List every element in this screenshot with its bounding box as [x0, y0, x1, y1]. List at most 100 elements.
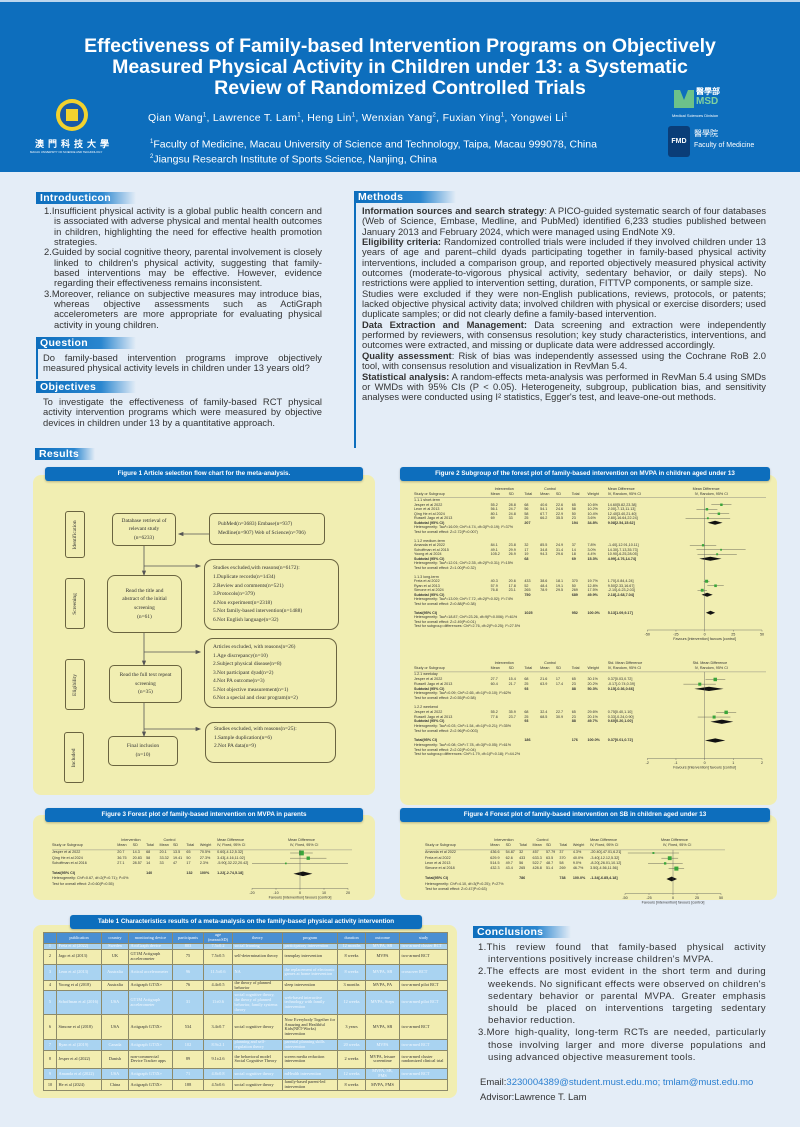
- subtotal-n-control: 194: [571, 520, 578, 525]
- table-cell: Ryan et al (2019): [56, 1039, 102, 1051]
- table-cell: 8.9±2.1: [203, 1039, 233, 1051]
- table-cell: Jesper et al (2022): [56, 1049, 102, 1069]
- total-col-header: Total: [519, 843, 527, 848]
- table-cell: Actigraph GT3X+: [128, 1078, 173, 1091]
- msd-logo-en: Medical Sciences Division: [672, 113, 719, 118]
- box-line: 4.Non experiment(n=2318): [213, 599, 273, 606]
- favours-label: Favours [intervention] favours [control]: [642, 901, 705, 905]
- study-marker: [717, 512, 721, 515]
- statistic-text: Heterogeneity: Tau²=18.87; Chi²=23.26, d…: [414, 615, 518, 619]
- study-value: 13.5: [172, 850, 181, 855]
- methods-paragraph: Statistical analysis: A random-effects m…: [362, 370, 766, 403]
- subtotal-n-intervention: 140: [146, 871, 153, 876]
- email-link[interactable]: tmlam@must.edu.mo: [662, 1077, 754, 1088]
- study-value: 48.7: [545, 860, 554, 865]
- study-marker: [714, 584, 717, 588]
- plot-effect-header: Std. Mean Difference: [692, 661, 728, 665]
- plot-method-header: IV, Fixed, 95% CI: [290, 843, 319, 848]
- pooled-diamond: [701, 592, 713, 597]
- methods-paragraph-label: Information sources and search strategy: [362, 205, 545, 216]
- study-value: 68: [524, 502, 529, 507]
- subgroup-label: 1.1.3 long-term: [414, 574, 439, 579]
- study-value: 25: [524, 681, 529, 686]
- subtotal-weight: 34.8%: [587, 520, 598, 525]
- x-tick-label: 10: [322, 891, 326, 895]
- study-value: 94.3: [540, 552, 548, 556]
- subtotal-label: Subtotal (95% CI): [414, 592, 445, 597]
- author-affiliation-sup: 1: [564, 112, 568, 119]
- method-col-header: IV, Random, 95% CI: [607, 491, 642, 496]
- statistic-text: Heterogeneity: Chi²=0.67, df=2(P=0.71); …: [52, 876, 129, 881]
- subtotal-label: Total(95% CI): [425, 876, 449, 881]
- column-header: theory: [232, 932, 283, 944]
- study-value: 17: [555, 677, 561, 682]
- study-value: 65: [571, 502, 576, 507]
- x-tick-label: 0: [299, 891, 301, 895]
- column-header: publication: [56, 932, 102, 944]
- plot-effect-header: Mean Difference: [288, 838, 315, 842]
- study-value: 22.7: [555, 710, 564, 714]
- study-value: 24.6: [555, 507, 564, 511]
- effect-header: Std. Mean Difference: [607, 661, 643, 665]
- study-value: 55.2: [490, 710, 498, 714]
- methods-paragraph-label: Statistical analysis:: [362, 370, 450, 382]
- study-value: 67.7: [540, 511, 548, 516]
- study-name: Russell Jago et al 2013: [414, 681, 453, 686]
- statistic-text: Heterogeneity: Tau²=13.09; Chi²=7.72, df…: [414, 597, 514, 601]
- study-value: 47: [172, 860, 178, 865]
- study-value: 56: [524, 507, 529, 511]
- author-list: Qian Wang1, Lawrence T. Lam1, Heng Lin1,…: [148, 112, 568, 124]
- x-tick-label: -20: [249, 891, 254, 895]
- table-cell: Actigraph GT3X+: [128, 979, 173, 992]
- favours-label: Favours [intervention] favours [control]: [673, 766, 736, 770]
- table-cell: 3.4±0.7: [203, 1014, 233, 1041]
- table-cell: China: [101, 1078, 129, 1091]
- table-cell: Simone et al (2018): [56, 1014, 102, 1041]
- final-inclusion-box: Final inclusion(n=10): [108, 736, 178, 766]
- statistic-text: Heterogeneity: Tau²=12.01; Chi²=2.35, df…: [414, 561, 514, 565]
- study-name: Ryan et al 2013: [414, 583, 440, 588]
- sd-col-header: SD: [172, 843, 179, 848]
- affiliation-text: Jiangsu Research Institute of Sports Sci…: [153, 153, 437, 166]
- sd-col-header: SD: [508, 491, 514, 496]
- study-value: 19.1: [555, 583, 564, 588]
- subgroup-label: 1.2.1 weekday: [414, 672, 438, 677]
- box-text: Studies excluded, with reasons(n=25):1.S…: [214, 725, 297, 751]
- weight-col-header: Weight: [587, 665, 599, 670]
- email-label: Email:: [480, 1077, 507, 1088]
- statistic-text: Test for overall effect: Z=0.88(P=0.38): [414, 601, 476, 606]
- box-line: 1.Age discrepancy(n=10): [213, 652, 268, 659]
- email-link[interactable]: 3230004389@student.must.edu.mo: [506, 1077, 658, 1088]
- x-tick-label: 20: [346, 891, 350, 895]
- table-cell: Actical accelerometer: [128, 963, 173, 981]
- must-logo-en: MACAU UNIVERSITY OF SCIENCE AND TECHNOLO…: [30, 150, 103, 154]
- study-value: 17: [524, 547, 529, 552]
- study-weight: 46.7%: [572, 866, 584, 870]
- study-weight: 10.4%: [587, 511, 598, 516]
- intervention-header: Intervention: [494, 487, 514, 491]
- effect-header: Mean Difference: [607, 487, 635, 491]
- study-weight: 4.3%: [572, 850, 582, 855]
- table-cell: 76: [172, 979, 204, 992]
- study-value: 63.5: [545, 855, 554, 860]
- control-header: Control: [544, 487, 557, 491]
- x-tick-label: -25: [673, 633, 678, 637]
- study-value: 56.1: [490, 507, 498, 511]
- figure-2-title: Figure 2 Subgroup of the forest plot of …: [400, 467, 770, 481]
- table-cell: two-armed RCT: [399, 948, 448, 965]
- study-name: Amanda et al 2022: [414, 543, 445, 547]
- study-value: 633.3: [532, 855, 542, 860]
- study-value: 514.5: [490, 860, 500, 865]
- study-marker: [713, 677, 717, 682]
- table-cell: 12 weeks: [337, 1067, 366, 1080]
- study-ci: 0.37[0.03,0.72]: [607, 677, 633, 682]
- study-value: 23: [571, 516, 576, 520]
- author: Heng Lin1: [307, 112, 356, 124]
- statistic-text: Test for overall effect: Z=0.55(P=0.58): [414, 695, 476, 700]
- section-heading-methods: Methods: [354, 191, 456, 203]
- method-col-header: IV, Fixed, 95% CI: [217, 843, 246, 848]
- table-cell: UK: [101, 948, 129, 965]
